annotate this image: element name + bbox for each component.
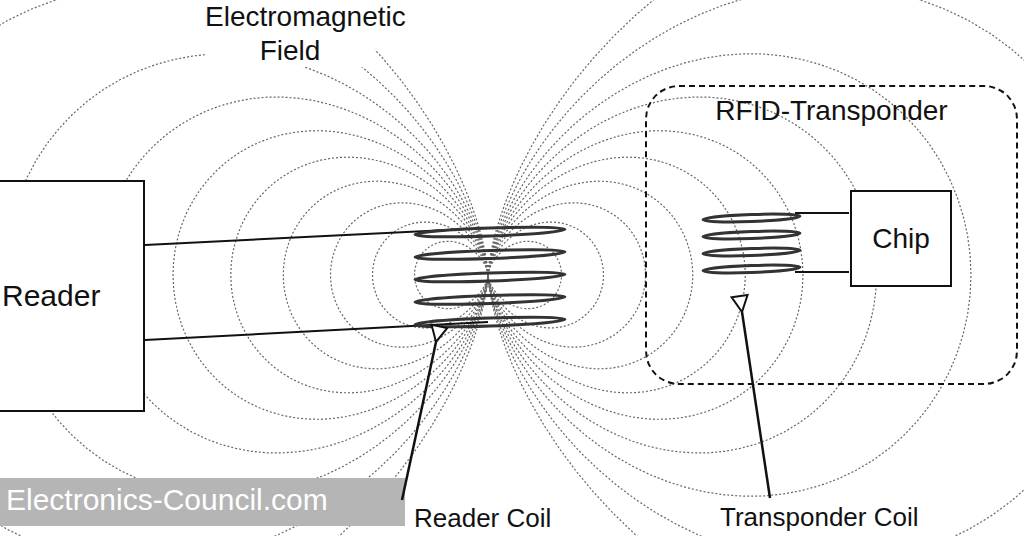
transponder-coil xyxy=(703,213,800,274)
coil-label: Reader Coil xyxy=(412,503,553,534)
region-heading: RFID-Transponder xyxy=(715,95,947,127)
reader-coil xyxy=(415,225,565,328)
chip-wire xyxy=(795,271,849,273)
box-label: Chip xyxy=(872,223,930,255)
field-line xyxy=(488,0,1024,536)
watermark: Electronics-Council.com xyxy=(6,482,328,518)
field-line xyxy=(100,97,489,453)
coil-label: Transponder Coil xyxy=(718,502,920,533)
chip-box: Chip xyxy=(850,190,952,287)
field-line xyxy=(488,0,1024,536)
chip-wire xyxy=(795,212,849,214)
coil-turn xyxy=(415,270,565,283)
leader-arrow xyxy=(742,312,770,498)
field-line xyxy=(0,0,488,536)
field-line xyxy=(488,157,745,393)
coil-turn xyxy=(415,225,565,238)
field-line xyxy=(488,97,877,453)
leader-arrow xyxy=(402,342,436,500)
watermark-bar xyxy=(0,478,405,526)
box-label: Reader xyxy=(2,279,100,313)
reader-wire xyxy=(145,322,488,340)
coil-turn xyxy=(415,315,565,328)
coil-turn xyxy=(703,230,800,240)
field-line xyxy=(488,181,693,369)
field-line xyxy=(0,0,488,536)
coil-turn xyxy=(703,213,800,223)
coil-turn xyxy=(415,248,565,261)
coil-turn xyxy=(415,293,565,306)
coil-turn xyxy=(703,247,800,257)
transponder-region: RFID-TransponderChip xyxy=(645,85,1018,385)
reader-box: Reader xyxy=(0,180,145,412)
field-label: Electromagnetic Field xyxy=(205,0,375,67)
coil-turn xyxy=(703,264,800,274)
